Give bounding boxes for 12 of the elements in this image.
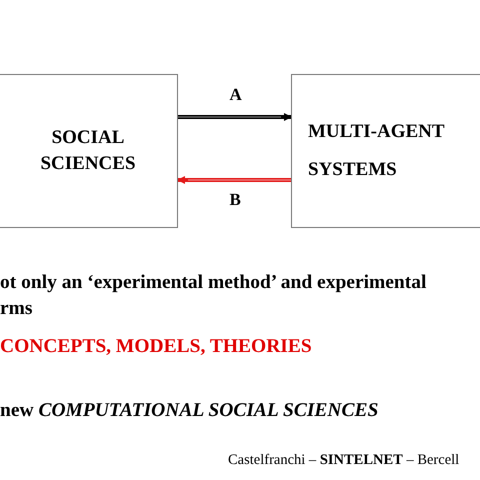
footer-text: Castelfranchi – SINTELNET – Bercell (228, 452, 460, 469)
arrow (178, 113, 292, 121)
arrow (177, 176, 292, 184)
edge-label: B (228, 191, 243, 208)
box-label: MULTI-AGENT SYSTEMS (308, 120, 446, 182)
edge-label: A (228, 86, 244, 103)
bullet-text: CONCEPTS, MODELS, THEORIES (0, 336, 312, 358)
process-box (0, 74, 178, 228)
bullet-text: new COMPUTATIONAL SOCIAL SCIENCES (0, 400, 378, 422)
process-box (291, 74, 480, 228)
box-label: SOCIAL SCIENCES (39, 126, 137, 176)
bullet-text: ot only an ‘experimental method’ and experimental rms (0, 271, 428, 322)
